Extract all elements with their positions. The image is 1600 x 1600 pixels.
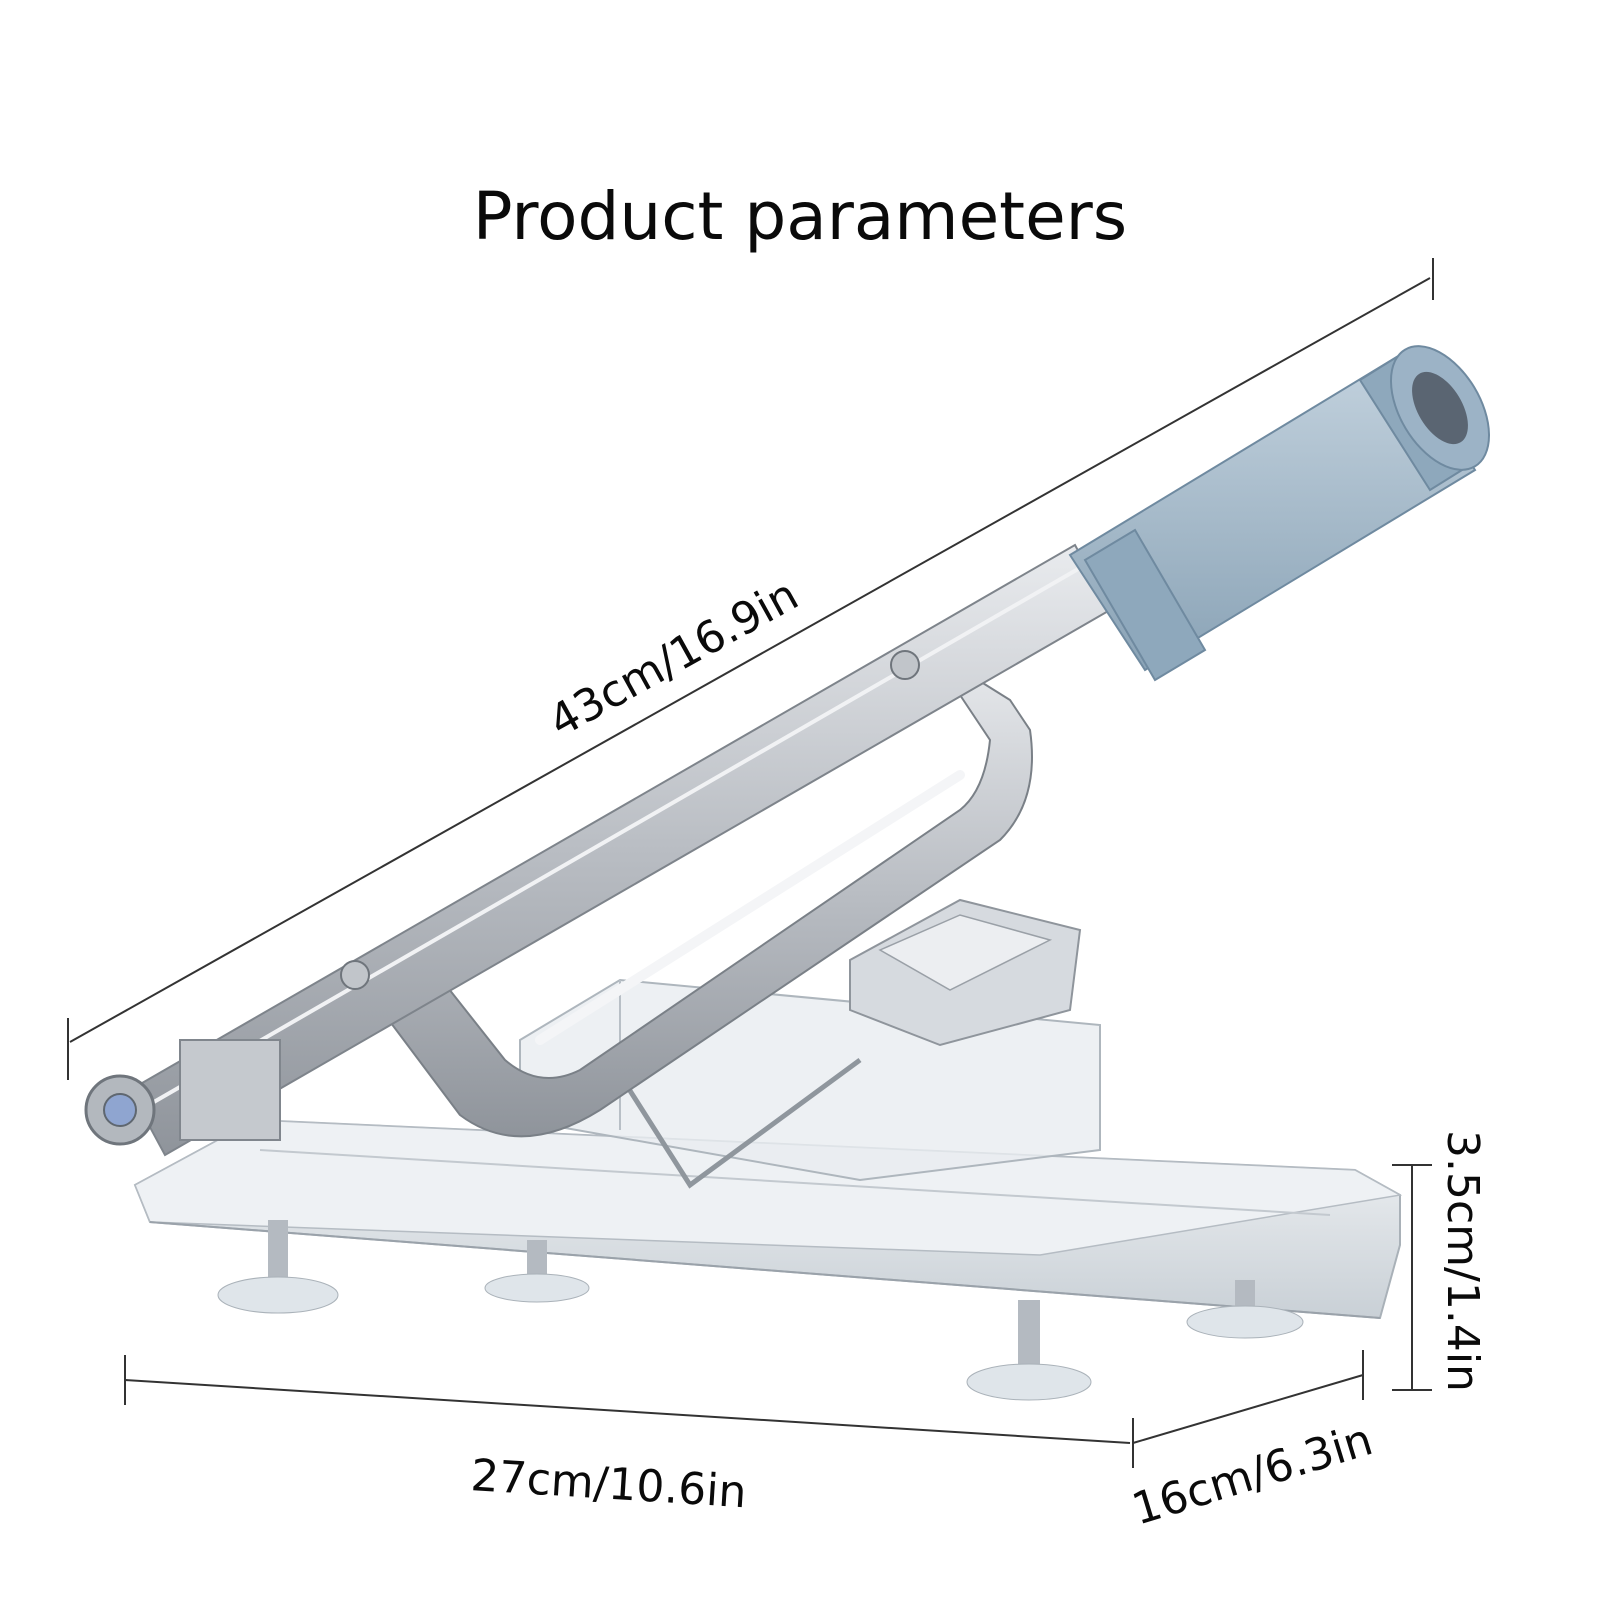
cutting-arm — [84, 543, 1112, 1157]
suction-feet — [217, 1220, 1304, 1401]
page-title: Product parameters — [472, 178, 1128, 255]
wing-nut-icon — [340, 960, 370, 990]
height-dimension: 3.5cm/1.4in — [1392, 1130, 1488, 1392]
length-label: 43cm/16.9in — [541, 569, 807, 747]
depth-dimension: 16cm/6.3in — [1126, 1350, 1378, 1536]
width-label: 27cm/10.6in — [469, 1450, 748, 1518]
pusher-plate — [849, 898, 1082, 1047]
acrylic-base — [133, 1118, 1403, 1320]
depth-label: 16cm/6.3in — [1126, 1414, 1378, 1535]
height-label: 3.5cm/1.4in — [1437, 1130, 1488, 1392]
width-dimension-line — [124, 1379, 1131, 1444]
handle-grip — [1068, 345, 1491, 682]
length-dimension-line — [69, 277, 1431, 1043]
blade-bracket — [368, 649, 1033, 1138]
depth-dimension-line — [1132, 1374, 1364, 1444]
wing-nut-icon — [890, 650, 920, 680]
